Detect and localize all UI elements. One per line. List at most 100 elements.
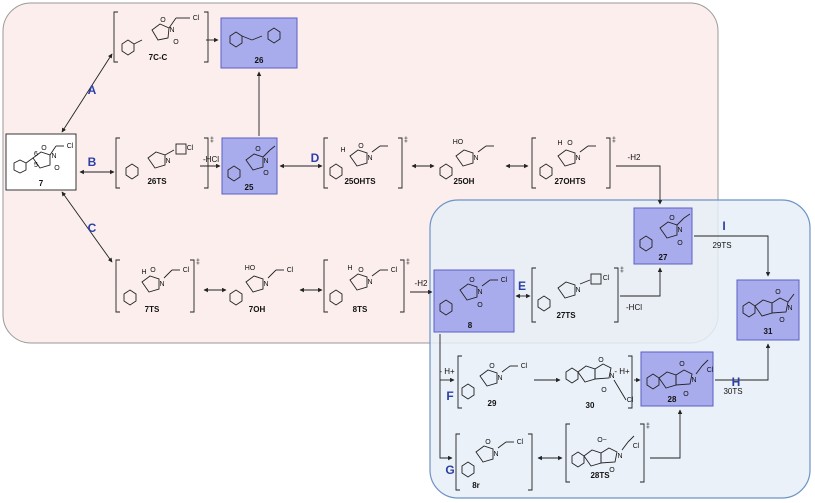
pathway-label-d: D: [311, 151, 320, 165]
svg-text:O: O: [160, 17, 166, 24]
svg-text:Cl: Cl: [517, 439, 524, 446]
arrow-8-down: [439, 334, 453, 461]
svg-text:N: N: [575, 287, 580, 294]
svg-text:N: N: [473, 155, 478, 162]
label-27: 27: [659, 253, 668, 262]
svg-text:N: N: [263, 281, 268, 288]
note-30ts: 30TS: [723, 387, 742, 396]
pathway-label-f: F: [446, 389, 453, 403]
svg-text:H: H: [557, 140, 562, 147]
svg-text:N: N: [677, 227, 682, 234]
svg-text:N: N: [367, 155, 372, 162]
compound-8: O N Cl O 8: [433, 269, 515, 333]
pathway-label-a: A: [88, 83, 97, 97]
svg-text:O: O: [601, 387, 607, 394]
svg-text:N: N: [493, 451, 498, 458]
svg-text:O: O: [609, 467, 615, 474]
compound-28ts: ‡ O− N Cl O 28TS: [565, 423, 650, 483]
compound-25: O N O 25: [221, 137, 278, 195]
svg-text:Cl: Cl: [633, 443, 640, 450]
svg-text:N: N: [787, 305, 792, 312]
svg-text:HO: HO: [245, 265, 256, 272]
label-7oh: 7OH: [249, 305, 266, 314]
compound-29: O N Cl 29: [457, 355, 528, 409]
svg-text:‡: ‡: [646, 423, 650, 430]
svg-text:O: O: [358, 143, 364, 150]
svg-text:6: 6: [34, 151, 38, 158]
svg-text:O: O: [477, 302, 483, 309]
compound-28: O N Cl O 28: [640, 351, 714, 407]
label-7cc: 7C-C: [149, 53, 168, 62]
svg-text:Cl: Cl: [187, 145, 194, 152]
svg-text:Cl: Cl: [287, 267, 294, 274]
compound-8r: O N Cl 8r: [455, 433, 533, 491]
svg-text:Cl: Cl: [627, 397, 634, 404]
pathway-label-c: C: [88, 221, 97, 235]
compound-7oh: HO N Cl 7OH: [229, 265, 294, 314]
svg-text:Cl: Cl: [707, 367, 714, 374]
svg-text:N: N: [263, 158, 268, 165]
pathway-label-i: I: [722, 219, 725, 233]
svg-text:O: O: [669, 215, 675, 222]
pathway-label-h: H: [732, 375, 741, 389]
svg-text:O: O: [263, 170, 269, 177]
svg-text:O: O: [173, 39, 179, 46]
bracket-29-30-right: [628, 355, 633, 409]
svg-text:O−: O−: [597, 437, 607, 444]
compound-26: 26: [220, 17, 298, 69]
svg-text:N: N: [477, 289, 482, 296]
arrow-h: [715, 343, 771, 381]
arrow-i: [694, 235, 771, 277]
label-28ts: 28TS: [590, 471, 610, 480]
svg-text:Cl: Cl: [501, 277, 508, 284]
svg-text:O: O: [779, 317, 785, 324]
pathway-label-e: E: [518, 279, 526, 293]
svg-text:O: O: [683, 391, 689, 398]
svg-text:O: O: [255, 146, 261, 153]
svg-text:N: N: [169, 27, 174, 34]
svg-text:N: N: [691, 377, 696, 384]
svg-text:O: O: [598, 357, 604, 364]
svg-text:Cl: Cl: [603, 275, 610, 282]
svg-text:O: O: [150, 267, 156, 274]
svg-text:N: N: [497, 375, 502, 382]
svg-text:O: O: [54, 165, 60, 172]
compound-7cc: O N Cl O 7C-C: [113, 11, 209, 63]
svg-text:N: N: [165, 158, 170, 165]
svg-text:O: O: [41, 145, 47, 152]
svg-text:N: N: [609, 373, 614, 380]
label-25oh: 25OH: [454, 177, 475, 186]
label-7ts: 7TS: [145, 305, 160, 314]
note-29ts: 29TS: [712, 241, 731, 250]
note-minus-hplus-1: - H+: [439, 367, 455, 376]
label-7: 7: [39, 179, 44, 188]
compound-25ohts: ‡ H O N 25OHTS: [323, 137, 408, 189]
pathway-label-b: B: [88, 155, 97, 169]
label-31: 31: [764, 327, 773, 336]
compound-30: O N Cl O 30: [565, 357, 634, 410]
compound-26ts: ‡ Cl N 26TS: [115, 137, 214, 189]
note-minus-hcl-2: -HCl: [626, 303, 642, 312]
label-26: 26: [255, 56, 264, 65]
svg-text:Cl: Cl: [193, 15, 200, 22]
svg-text:‡: ‡: [406, 259, 410, 266]
svg-text:N: N: [617, 453, 622, 460]
label-8r: 8r: [472, 481, 480, 490]
svg-text:O: O: [358, 267, 364, 274]
svg-text:Cl: Cl: [521, 363, 528, 370]
svg-text:O: O: [679, 361, 685, 368]
arrow-c: [61, 191, 113, 263]
label-8: 8: [468, 321, 473, 330]
svg-text:N: N: [367, 279, 372, 286]
svg-text:5: 5: [34, 162, 38, 169]
svg-text:Cl: Cl: [67, 143, 74, 150]
label-8ts: 8TS: [353, 305, 368, 314]
svg-text:O: O: [677, 240, 683, 247]
arrow-28ts-28: [650, 409, 683, 459]
compound-31: O N O 31: [736, 279, 800, 341]
compound-25oh: HO N 25OH: [439, 139, 494, 186]
label-30: 30: [586, 401, 595, 410]
note-minus-h2-2: -H2: [415, 279, 428, 288]
blue-region: [429, 199, 811, 499]
label-27ohts: 27OHTS: [554, 177, 586, 186]
